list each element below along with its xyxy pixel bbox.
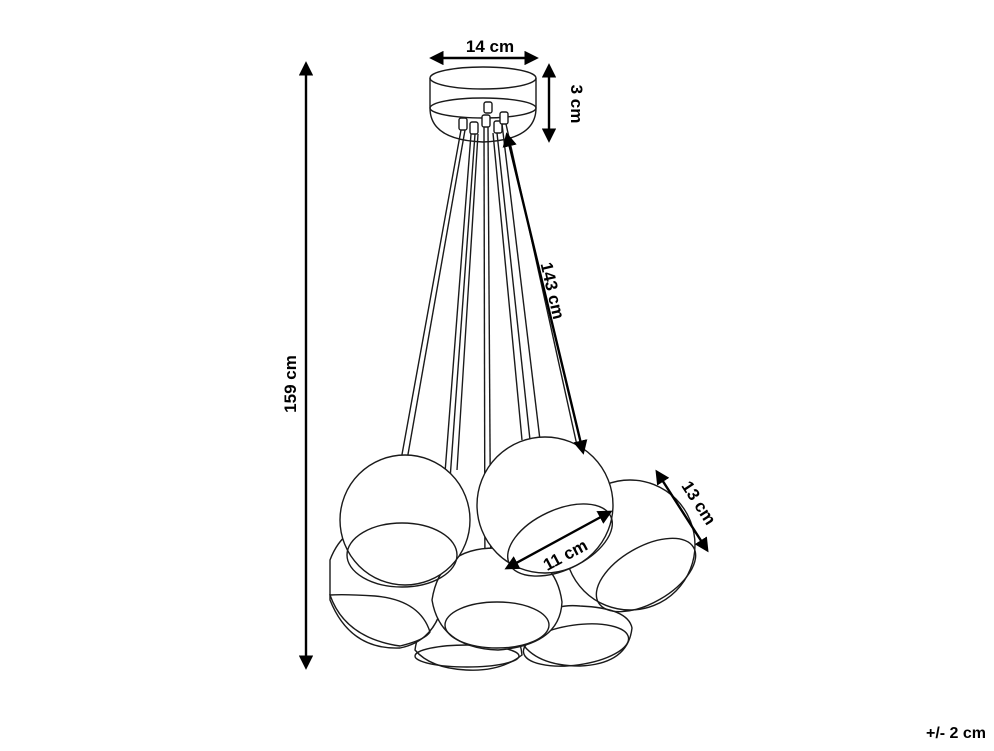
arrow-shade-opening: [504, 510, 613, 570]
shade-upper-left: [339, 454, 471, 588]
shade-center-lower: [431, 547, 563, 651]
label-tolerance: +/- 2 cm: [926, 725, 986, 742]
arrow-shade-diameter: [655, 469, 709, 553]
label-cable-length: 143 cm: [537, 261, 568, 321]
dimension-arrows: [298, 50, 709, 670]
pendant-shades: [329, 436, 697, 671]
arrow-cable-length: [502, 132, 588, 455]
ceiling-canopy: [429, 66, 537, 143]
label-total-height: 159 cm: [281, 355, 300, 413]
label-canopy-width: 14 cm: [466, 37, 514, 56]
label-canopy-height: 3 cm: [567, 85, 586, 124]
